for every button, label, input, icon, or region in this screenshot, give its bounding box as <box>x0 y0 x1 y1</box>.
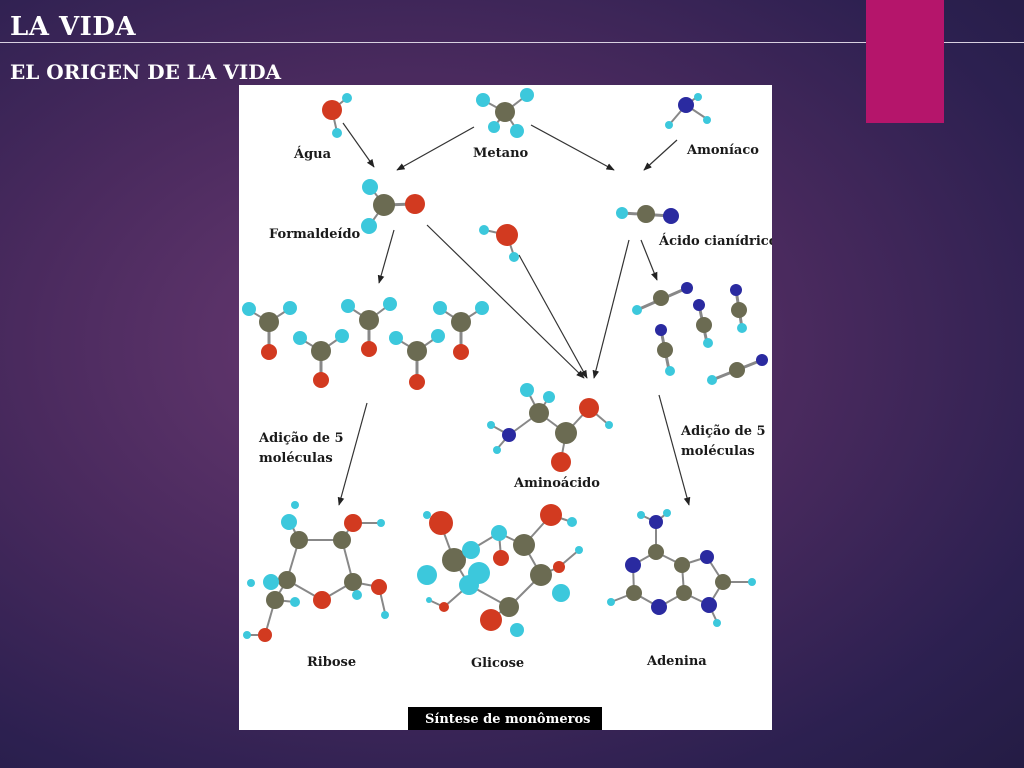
hcn-group <box>632 282 768 385</box>
arrow-acido-polymer <box>640 239 658 281</box>
label-glicose: Glicose <box>471 656 524 671</box>
slide-title: LA VIDA <box>10 12 137 42</box>
arrow-adicao-ribose <box>337 402 368 506</box>
formaldehyde-group <box>242 297 489 390</box>
ammonia-molecule <box>665 93 711 129</box>
accent-block <box>866 0 944 123</box>
label-adicao-left-2: moléculas <box>259 451 333 466</box>
label-ribose: Ribose <box>307 655 356 670</box>
methane-molecule <box>476 88 534 138</box>
label-adicao-right-1: Adição de 5 <box>680 424 766 439</box>
slide-subtitle: EL ORIGEN DE LA VIDA <box>10 60 282 84</box>
arrow-amoniaco-acido <box>643 139 678 171</box>
label-adenina: Adenina <box>646 654 707 669</box>
formaldehyde-molecule <box>361 179 425 234</box>
ribose-molecule <box>243 501 389 642</box>
arrow-water-aminoacido <box>518 254 588 379</box>
label-amoniaco: Amoníaco <box>686 143 759 158</box>
monomer-synthesis-figure: Água Metano Amoníaco Formaldeído Ácido c… <box>239 85 772 730</box>
title-rule <box>0 42 1024 43</box>
label-formaldeido: Formaldeído <box>269 227 361 242</box>
arrow-formaldeido-aminoacido <box>426 224 585 379</box>
label-adicao-right-2: moléculas <box>681 444 755 459</box>
adenine-molecule <box>607 509 756 627</box>
glucose-molecule <box>417 504 583 637</box>
arrow-metano-acido <box>530 124 615 171</box>
label-acido-cianidrico: Ácido cianídrico <box>658 233 772 249</box>
label-aminoacido: Aminoácido <box>513 476 600 491</box>
label-agua: Água <box>293 146 332 162</box>
caption-box <box>408 707 602 730</box>
arrow-metano-formaldeido <box>396 126 475 171</box>
arrow-adicao-adenina <box>658 394 691 506</box>
label-adicao-left-1: Adição de 5 <box>258 431 344 446</box>
label-metano: Metano <box>473 146 529 161</box>
water-molecule-center <box>479 224 519 262</box>
arrow-agua-formaldeido <box>342 122 375 168</box>
figure-svg: Água Metano Amoníaco Formaldeído Ácido c… <box>242 88 772 730</box>
caption-text: Síntese de monômeros <box>425 712 590 727</box>
hcn-molecule <box>616 205 679 224</box>
arrows <box>337 122 691 506</box>
arrow-acido-aminoacido <box>592 239 630 379</box>
amino-acid-molecule <box>487 383 613 472</box>
arrow-formaldeido-polymer <box>377 229 395 284</box>
water-molecule <box>322 93 352 138</box>
